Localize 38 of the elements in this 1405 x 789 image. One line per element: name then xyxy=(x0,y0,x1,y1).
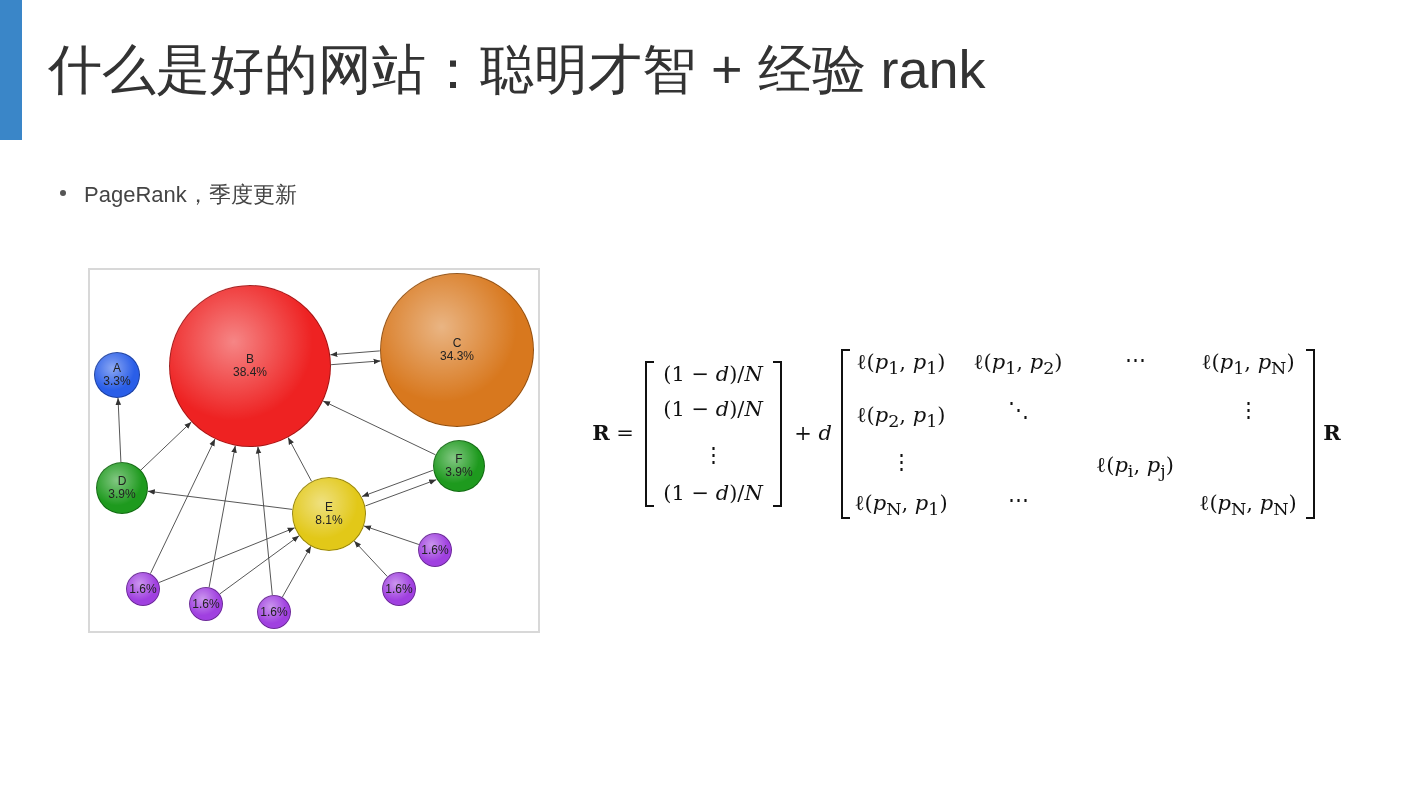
bullet-text: PageRank，季度更新 xyxy=(84,181,297,209)
vector-entry: ⋮ xyxy=(702,443,724,467)
vector-entry: (1 − d)/N xyxy=(663,397,763,421)
node-value: 1.6% xyxy=(260,605,288,619)
math-term: R xyxy=(1323,419,1341,445)
node-value: 1.6% xyxy=(421,543,449,557)
vector-entry: (1 − d)/N xyxy=(663,362,763,386)
matrix-entry: ⋱ xyxy=(1007,398,1029,422)
matrix-entry: ⋮ xyxy=(1237,398,1259,422)
node-value: 1.6% xyxy=(385,582,413,596)
slide-title: 什么是好的网站：聪明才智 + 经验 rank xyxy=(48,38,986,101)
matrix-entry: ⋯ xyxy=(1124,348,1146,372)
math-term: R = xyxy=(592,419,634,445)
node-name: A xyxy=(113,362,121,375)
matrix-entry: ℓ(p$_{1}$, p$_{N}$) xyxy=(1201,349,1295,379)
node-value: 1.6% xyxy=(192,597,220,611)
node-value: 38.4% xyxy=(233,366,267,379)
matrix-entry: ℓ(p$_{i}$, p$_{j}$) xyxy=(1096,452,1174,482)
node-value: 34.3% xyxy=(440,350,474,363)
matrix-entry: ⋯ xyxy=(1007,488,1029,512)
node-name: E xyxy=(325,501,333,514)
node-name: B xyxy=(246,353,254,366)
node-value: 8.1% xyxy=(315,514,343,527)
matrix-entry: ℓ(p$_{1}$, p$_{2}$) xyxy=(973,349,1063,379)
node-value: 1.6% xyxy=(129,582,157,596)
matrix-entry: ℓ(p$_{2}$, p$_{1}$) xyxy=(856,402,946,432)
matrix-entry: ℓ(p$_{N}$, p$_{N}$) xyxy=(1199,490,1297,520)
math-term: + d xyxy=(794,421,832,445)
matrix-entry: ℓ(p$_{1}$, p$_{1}$) xyxy=(856,349,946,379)
node-value: 3.9% xyxy=(108,488,136,501)
node-name: F xyxy=(455,453,463,466)
node-value: 3.3% xyxy=(103,375,131,388)
vector-entry: (1 − d)/N xyxy=(663,481,763,505)
matrix-entry: ⋮ xyxy=(890,450,912,474)
node-value: 3.9% xyxy=(445,466,473,479)
node-name: D xyxy=(117,475,127,488)
node-name: C xyxy=(452,337,462,350)
matrix-entry: ℓ(p$_{N}$, p$_{1}$) xyxy=(854,490,948,520)
